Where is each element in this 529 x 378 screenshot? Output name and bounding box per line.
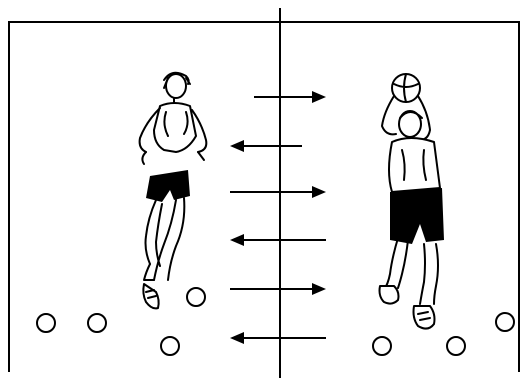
court-boundary (8, 21, 520, 372)
arrow-right-5 (230, 283, 326, 295)
cone-right-3 (495, 312, 515, 332)
arrow-left-6 (230, 332, 326, 344)
cone-markers (36, 287, 515, 356)
cone-left-1 (36, 313, 56, 333)
arrow-left-2 (230, 140, 302, 152)
cone-left-4 (186, 287, 206, 307)
cone-right-1 (372, 336, 392, 356)
cone-right-2 (446, 336, 466, 356)
cone-left-2 (87, 313, 107, 333)
arrow-right-3 (230, 186, 326, 198)
player-right-shooter-figure (378, 73, 444, 330)
cone-left-3 (160, 336, 180, 356)
player-left-runner-figure (138, 71, 208, 310)
pass-arrows (230, 91, 326, 344)
arrow-left-4 (230, 234, 326, 246)
arrow-right-1 (254, 91, 326, 103)
